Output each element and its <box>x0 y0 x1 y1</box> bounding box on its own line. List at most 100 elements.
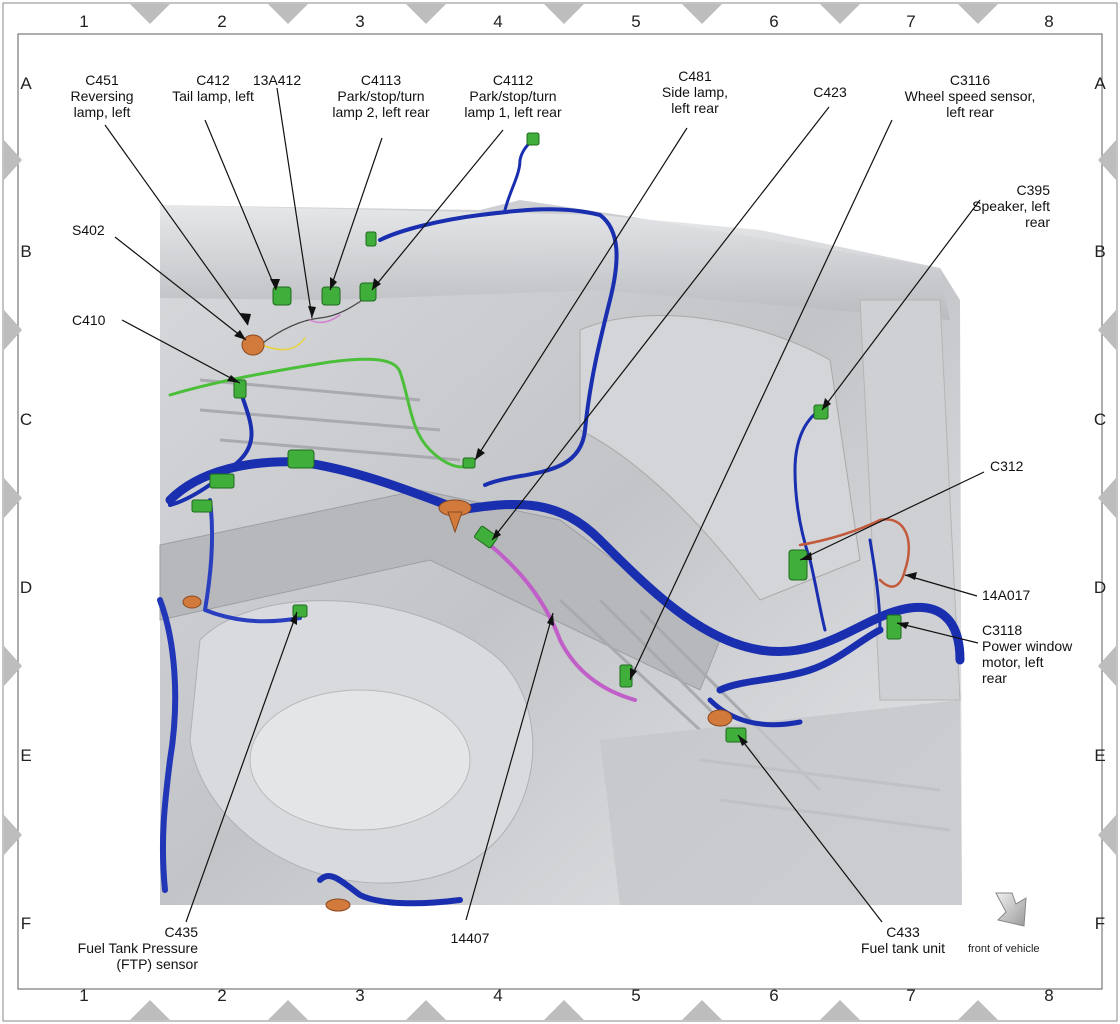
label-c3116-line1: Wheel speed sensor, <box>904 88 1036 104</box>
green-harness <box>168 357 472 469</box>
grid-col-bottom-4: 4 <box>493 986 503 1005</box>
label-c4113-line2: lamp 2, left rear <box>332 104 430 120</box>
branch-left <box>168 388 254 507</box>
label-c3118-code: C3118 <box>982 622 1023 638</box>
grid-row-left-f: F <box>20 914 32 933</box>
leader-arrowheads <box>227 277 917 746</box>
label-c4112-line2: lamp 1, left rear <box>464 104 562 120</box>
label-c435-code: C435 <box>164 924 198 940</box>
grommets <box>182 334 733 912</box>
label-c4112: C4112 Park/stop/turn lamp 1, left rear <box>450 72 576 120</box>
label-c412: C412 Tail lamp, left <box>158 72 268 104</box>
branch-upper <box>378 207 619 487</box>
magenta-harness <box>488 543 637 702</box>
branch-c312 <box>868 538 882 632</box>
yellow-wire <box>261 337 306 351</box>
grid-col-bottom-2: 2 <box>217 986 227 1005</box>
grid-row-left-e: E <box>20 746 32 765</box>
branch-bottom <box>317 873 463 907</box>
harness-lower-right <box>707 697 803 728</box>
grid-row-right-a: A <box>1094 74 1106 93</box>
label-c412-line1: Tail lamp, left <box>172 88 254 104</box>
label-c481: C481 Side lamp, left rear <box>640 68 750 116</box>
grid-row-right-b: B <box>1094 242 1106 261</box>
grid-col-bottom-3: 3 <box>355 986 365 1005</box>
grid-markers <box>4 4 1116 1020</box>
label-14407: 14407 <box>440 930 500 946</box>
label-13a412: 13A412 <box>245 72 309 88</box>
label-c3116-code: C3116 <box>949 72 991 88</box>
label-c3118: C3118 Power window motor, left rear <box>982 622 1072 686</box>
grid-col-bottom-1: 1 <box>79 986 89 1005</box>
label-c4113: C4113 Park/stop/turn lamp 2, left rear <box>318 72 444 120</box>
grid-col-top-8: 8 <box>1044 12 1054 31</box>
label-c4113-code: C4113 <box>360 72 402 88</box>
label-c395: C395 Speaker, left rear <box>960 182 1050 230</box>
grid-col-top-6: 6 <box>769 12 779 31</box>
grid-row-left-a: A <box>20 74 32 93</box>
label-c3118-line2: motor, left <box>982 654 1044 670</box>
grid-row-right-e: E <box>1094 746 1106 765</box>
label-c4113-line1: Park/stop/turn <box>337 88 425 104</box>
label-c481-line1: Side lamp, <box>661 84 729 100</box>
front-of-vehicle-label: front of vehicle <box>968 943 1040 955</box>
label-c423-code: C423 <box>813 84 847 100</box>
label-14a017-code: 14A017 <box>982 587 1031 603</box>
grid-col-top-5: 5 <box>631 12 641 31</box>
label-c3116-line2: left rear <box>946 104 994 120</box>
label-c395-line2: rear <box>1025 214 1050 230</box>
label-c433-code: C433 <box>886 924 920 940</box>
front-arrow-icon <box>995 892 1027 927</box>
grid-row-right-f: F <box>1094 914 1106 933</box>
label-14a017: 14A017 <box>982 587 1030 603</box>
grid-row-left-d: D <box>19 578 33 597</box>
label-c3116: C3116 Wheel speed sensor, left rear <box>890 72 1050 120</box>
label-c4112-code: C4112 <box>492 72 534 88</box>
label-c481-code: C481 <box>678 68 712 84</box>
label-c410-code: C410 <box>72 312 106 328</box>
label-s402: S402 <box>72 222 105 238</box>
label-c451-code: C451 <box>85 72 119 88</box>
label-c433-line1: Fuel tank unit <box>860 940 946 956</box>
branch-speaker <box>793 408 827 632</box>
grid-col-top-3: 3 <box>355 12 365 31</box>
label-c481-line2: left rear <box>671 100 719 116</box>
grid-row-left-b: B <box>20 242 32 261</box>
grid-col-top-7: 7 <box>906 12 916 31</box>
floor-panel-right <box>600 700 962 905</box>
label-c412-code: C412 <box>196 72 230 88</box>
label-s402-code: S402 <box>72 222 105 238</box>
red-harness <box>798 518 910 588</box>
grid-col-bottom-7: 7 <box>906 986 916 1005</box>
label-c433: C433 Fuel tank unit <box>848 924 958 956</box>
spare-well-center <box>249 689 471 831</box>
leader-lines <box>104 87 985 923</box>
label-c435: C435 Fuel Tank Pressure (FTP) sensor <box>40 924 198 972</box>
label-c435-line1: Fuel Tank Pressure <box>77 940 198 956</box>
connectors <box>191 132 902 743</box>
wheel-arch <box>579 315 861 601</box>
label-c451-line1: Reversing <box>70 88 134 104</box>
label-c4112-line1: Park/stop/turn <box>469 88 557 104</box>
rear-rail <box>160 205 950 320</box>
grid-col-top-2: 2 <box>217 12 227 31</box>
grid-row-right-d: D <box>1093 578 1107 597</box>
lamp-wires <box>259 294 371 346</box>
label-c451: C451 Reversing lamp, left <box>52 72 152 120</box>
label-14407-code: 14407 <box>450 930 490 946</box>
label-13a412-code: 13A412 <box>252 72 302 88</box>
label-c423: C423 <box>800 84 860 100</box>
label-c3118-line1: Power window <box>982 638 1073 654</box>
label-c312-code: C312 <box>990 458 1024 474</box>
grid-row-left-c: C <box>19 410 33 429</box>
grid-col-bottom-8: 8 <box>1044 986 1054 1005</box>
label-c451-line2: lamp, left <box>73 104 131 120</box>
label-c410: C410 <box>72 312 105 328</box>
vehicle-body <box>159 200 962 905</box>
branch-left-edge <box>157 597 179 893</box>
label-c3118-line3: rear <box>982 670 1007 686</box>
grid-col-bottom-5: 5 <box>631 986 641 1005</box>
label-c395-line1: Speaker, left <box>972 198 1050 214</box>
grid-row-right-c: C <box>1093 410 1107 429</box>
branch-left-low <box>203 498 302 624</box>
